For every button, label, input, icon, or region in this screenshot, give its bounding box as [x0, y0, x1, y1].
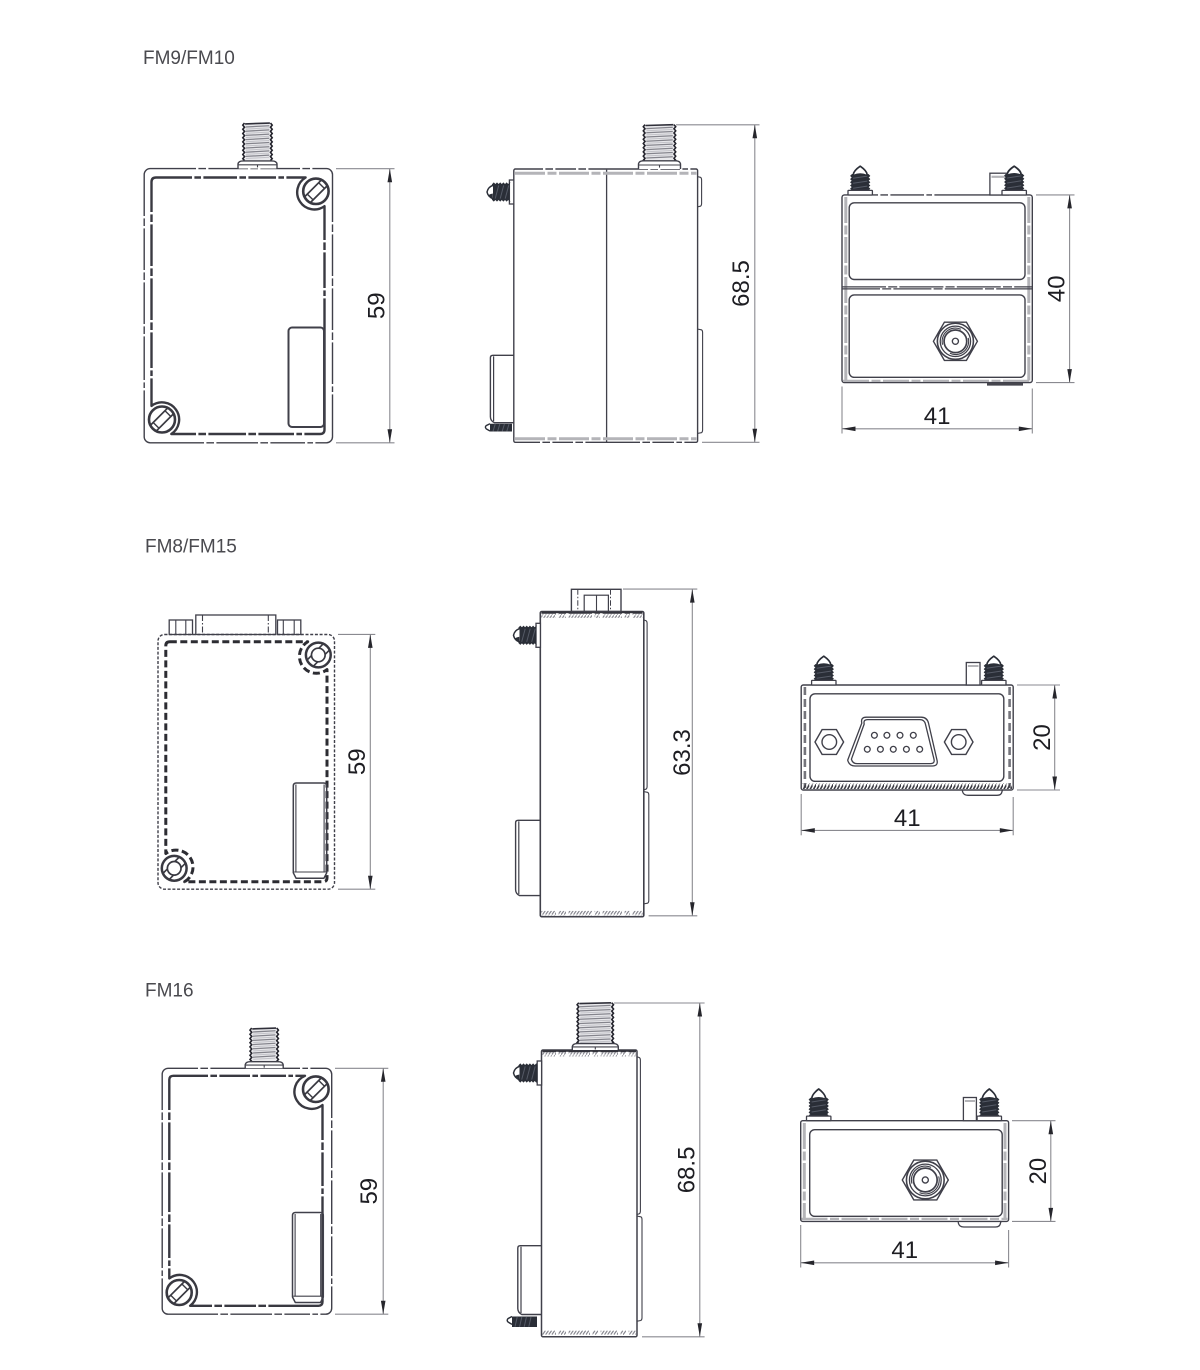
svg-text:68.5: 68.5 [728, 260, 755, 307]
svg-text:FM9/FM10: FM9/FM10 [143, 48, 235, 69]
svg-text:20: 20 [1029, 724, 1056, 751]
svg-text:20: 20 [1025, 1158, 1052, 1185]
svg-text:59: 59 [344, 748, 371, 775]
svg-text:FM16: FM16 [145, 981, 194, 1002]
svg-text:63.3: 63.3 [669, 729, 696, 776]
svg-text:41: 41 [894, 805, 921, 832]
svg-text:41: 41 [891, 1237, 918, 1264]
svg-text:41: 41 [924, 403, 951, 430]
svg-text:59: 59 [363, 292, 390, 319]
svg-text:FM8/FM15: FM8/FM15 [145, 537, 237, 558]
svg-text:40: 40 [1043, 275, 1070, 302]
svg-text:59: 59 [356, 1178, 383, 1205]
svg-text:68.5: 68.5 [674, 1147, 701, 1194]
